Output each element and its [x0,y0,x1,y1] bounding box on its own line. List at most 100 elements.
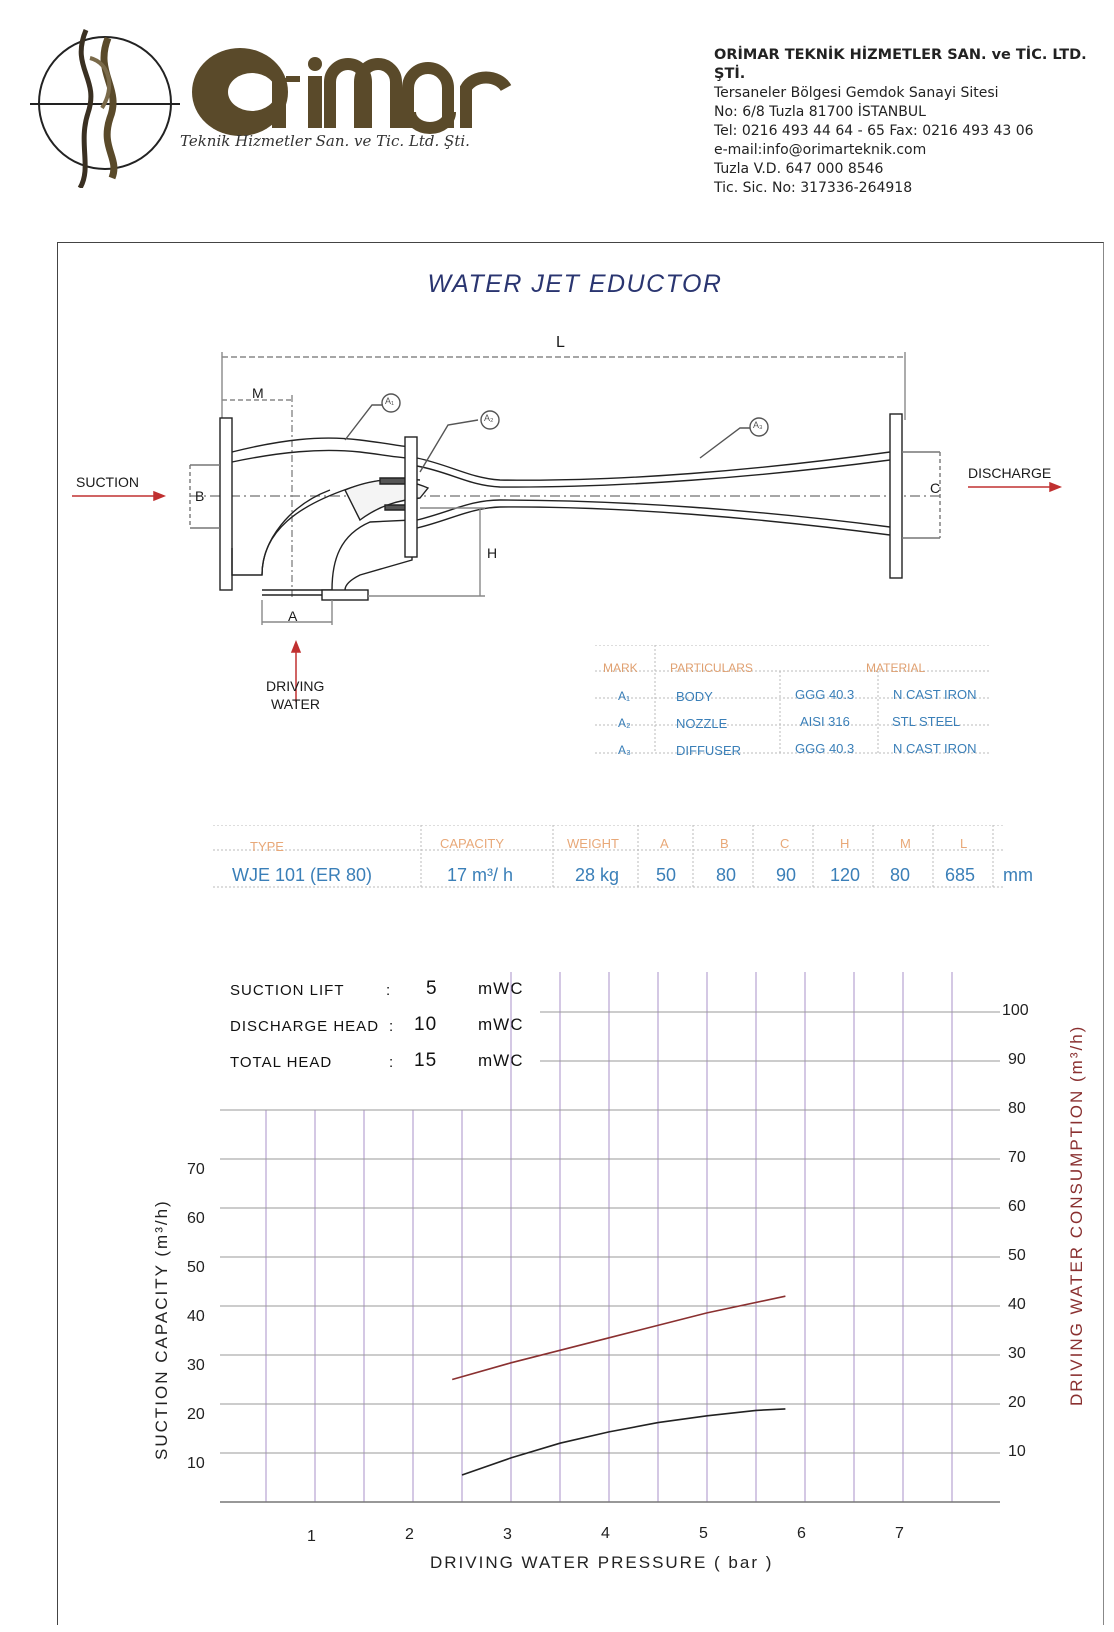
materials-table-grid [595,645,990,754]
y-left-tick-label: 30 [187,1357,205,1374]
eductor-drawing [72,352,1063,702]
y-left-tick-label: 60 [187,1210,205,1227]
spec-A: 50 [656,865,677,885]
condition-value: 10 [414,1014,438,1035]
spec-weight: 28 kg [575,865,620,885]
mark-A1: A₁ [385,396,395,406]
mark-A2: A₂ [484,413,494,423]
material-row-mat2: N CAST IRON [893,687,977,702]
spec-M: 80 [890,865,911,885]
materials-header-mark: MARK [603,661,638,675]
x-tick-label: 3 [503,1526,512,1543]
spec-header-L: L [960,836,968,851]
material-row-part: BODY [676,689,713,704]
spec-type: WJE 101 (ER 80) [232,865,373,885]
spec-L: 685 [945,865,976,885]
spec-header-B: B [720,836,729,851]
material-row-mat2: STL STEEL [892,714,961,729]
material-row-mat1: GGG 40.3 [795,741,855,756]
x-tick-label: 7 [895,1525,904,1542]
x-tick-label: 6 [797,1525,806,1542]
y-right-axis-title: DRIVING WATER CONSUMPTION (m³/h) [1067,1024,1086,1406]
x-tick-label: 4 [601,1525,610,1542]
x-tick-label: 2 [405,1526,414,1543]
condition-value: 5 [426,978,438,999]
y-right-tick-label: 40 [1008,1296,1026,1313]
material-row-mark: A₂ [618,716,631,730]
spec-unit: mm [1003,865,1033,885]
spec-header-M: M [900,836,911,851]
discharge-label: DISCHARGE [968,465,1052,481]
company-logo: Teknik Hizmetler San. ve Tic. Ltd. Şti. [30,29,512,188]
condition-label: DISCHARGE HEAD [230,1018,380,1035]
chart-grid [220,972,1000,1503]
y-right-tick-label: 90 [1008,1051,1026,1068]
drawing-sheet-frame [57,242,1104,1625]
company-name: ORİMAR TEKNİK HİZMETLER SAN. ve TİC. LTD… [714,47,1087,82]
spec-B: 80 [716,865,737,885]
materials-header-material: MATERIAL [866,661,926,675]
chart-series [451,1295,786,1476]
material-row-mark: A₃ [618,743,631,757]
company-registry: Tic. Sic. No: 317336-264918 [714,180,913,196]
condition-separator: : [389,1054,395,1071]
y-right-tick-label: 100 [1002,1002,1029,1019]
y-right-tick-label: 60 [1008,1198,1026,1215]
y-right-tick-label: 80 [1008,1100,1026,1117]
dim-L-label: L [556,334,565,351]
dim-H-label: H [487,545,498,561]
x-tick-label: 1 [307,1528,316,1545]
spec-header-C: C [780,836,790,851]
spec-header-A: A [660,836,669,851]
y-right-tick-label: 20 [1008,1394,1026,1411]
y-left-tick-label: 50 [187,1259,205,1276]
y-left-tick-label: 70 [187,1161,205,1178]
dim-A-label: A [288,608,298,624]
driving-water-label-1: DRIVING [266,678,325,694]
condition-separator: : [386,982,392,999]
y-left-tick-label: 40 [187,1308,205,1325]
condition-value: 15 [414,1050,438,1071]
driving-water-label-2: WATER [271,696,320,712]
spec-H: 120 [830,865,861,885]
logo-subtitle: Teknik Hizmetler San. ve Tic. Ltd. Şti. [180,132,470,150]
x-axis-title: DRIVING WATER PRESSURE ( bar ) [430,1553,774,1572]
dim-B-label: B [195,488,205,504]
drawing-title: WATER JET EDUCTOR [427,270,723,298]
spec-header-type: TYPE [250,839,284,854]
company-tax: Tuzla V.D. 647 000 8546 [714,161,884,177]
material-row-mat1: GGG 40.3 [795,687,855,702]
spec-header-H: H [840,836,850,851]
x-tick-label: 5 [699,1525,708,1542]
y-left-tick-label: 20 [187,1406,205,1423]
material-row-part: NOZZLE [676,716,728,731]
company-email[interactable]: e-mail:info@orimarteknik.com [714,142,927,158]
company-info: ORİMAR TEKNİK HİZMETLER SAN. ve TİC. LTD… [714,46,1114,198]
materials-header-particulars: PARTICULARS [670,661,753,675]
material-row-mat2: N CAST IRON [893,741,977,756]
material-row-mark: A₁ [618,689,631,703]
dim-M-label: M [252,385,264,401]
y-left-tick-label: 10 [187,1455,205,1472]
suction-label: SUCTION [76,474,139,490]
company-address-2: No: 6/8 Tuzla 81700 İSTANBUL [714,104,926,120]
mark-A3: A₃ [753,420,763,430]
condition-separator: : [389,1018,395,1035]
condition-label: TOTAL HEAD [230,1054,333,1071]
spec-header-weight: WEIGHT [567,836,619,851]
material-row-part: DIFFUSER [676,743,741,758]
company-phone: Tel: 0216 493 44 64 - 65 Fax: 0216 493 4… [714,123,1034,139]
y-right-tick-label: 30 [1008,1345,1026,1362]
spec-capacity: 17 m³/ h [447,865,514,885]
driving-water-consumption-line [451,1295,786,1381]
y-right-tick-label: 50 [1008,1247,1026,1264]
y-right-tick-label: 10 [1008,1443,1026,1460]
y-left-axis-title: SUCTION CAPACITY (m³/h) [152,1199,171,1460]
condition-label: SUCTION LIFT [230,982,345,999]
spec-header-capacity: CAPACITY [440,836,505,851]
material-row-mat1: AISI 316 [800,714,850,729]
dim-C-label: C [930,480,941,496]
spec-C: 90 [776,865,797,885]
y-right-tick-label: 70 [1008,1149,1026,1166]
